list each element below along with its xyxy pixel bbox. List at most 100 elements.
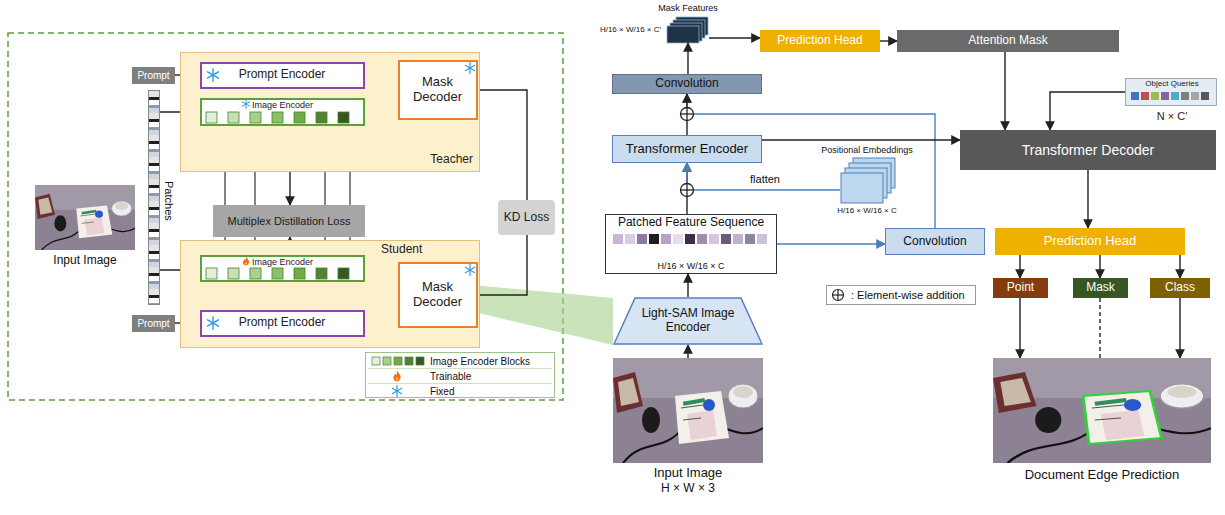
- node-sublabel: H/16 × W/16 × C′: [600, 25, 661, 34]
- connector: [709, 37, 760, 38]
- node-label: Attention Mask: [968, 34, 1047, 48]
- node-label: Object Queries: [1145, 79, 1198, 88]
- legend-row: : Element-wise addition: [829, 287, 973, 303]
- legend-label: Trainable: [430, 371, 471, 382]
- connector: [478, 235, 528, 295]
- connector: [1179, 298, 1180, 358]
- node-label: Document Edge Prediction: [1025, 468, 1180, 483]
- decor-line: [686, 184, 687, 197]
- decor-rect: [394, 357, 402, 365]
- loss-box: KD Loss: [498, 200, 555, 235]
- legend-sample: [368, 385, 426, 397]
- legend-label: Fixed: [430, 386, 454, 397]
- node-label: Patches: [162, 181, 175, 221]
- node-label: Multiplex Distillation Loss: [228, 215, 351, 228]
- mask-decoder: Mask Decoder: [398, 60, 478, 120]
- node-sublabel: H/16 × W/16 × C: [657, 261, 724, 271]
- node-label: Input Image: [654, 466, 723, 481]
- mask-decoder: Mask Decoder: [398, 262, 478, 328]
- node-label: Convolution: [655, 77, 718, 91]
- output-head: Point: [993, 278, 1048, 298]
- node-label: Class: [1165, 281, 1195, 295]
- legend-box: : Element-wise addition: [826, 285, 976, 305]
- connector: [880, 40, 897, 41]
- transformer-encoder: Transformer Encoder: [612, 135, 762, 163]
- node-label: Mask Features: [658, 3, 718, 13]
- prompt-encoder: Prompt Encoder: [200, 310, 365, 337]
- connector: [1087, 170, 1088, 228]
- feature-sequence: Patched Feature SequenceH/16 × W/16 × C: [605, 214, 777, 274]
- convolution-box: Convolution: [885, 228, 985, 255]
- object-queries: Object QueriesN × C′: [1125, 78, 1217, 106]
- node-label: Mask: [1086, 281, 1115, 295]
- connector: [762, 139, 960, 140]
- node-label: Transformer Decoder: [1022, 142, 1155, 158]
- node-label: KD Loss: [504, 211, 549, 225]
- teacher-panel: Teacher Prompt EncoderImage Encoder Mask D…: [180, 52, 480, 172]
- convolution-box: Convolution: [612, 74, 762, 94]
- decor-use: [613, 358, 763, 463]
- photo-illustration: [613, 358, 763, 463]
- connector: [1019, 255, 1020, 278]
- connector: [1019, 298, 1020, 358]
- image-encoder: Image Encoder: [200, 255, 365, 282]
- positional-embeddings: Positional EmbeddingsH/16 × W/16 × C: [840, 158, 895, 203]
- decor-use: [35, 185, 135, 250]
- node-label: Teacher: [430, 153, 473, 167]
- prompt-encoder: Prompt Encoder: [200, 62, 365, 89]
- decor-rect: [416, 357, 424, 365]
- legend-sample: [368, 355, 426, 367]
- node-label: Mask Decoder: [402, 280, 474, 310]
- connector: [1099, 298, 1100, 358]
- input-image: Input Image: [35, 185, 135, 250]
- node-label: Input Image: [53, 254, 116, 268]
- output-head: Class: [1150, 278, 1210, 298]
- connector: [687, 43, 688, 74]
- input-image: Input ImageH × W × 3: [613, 358, 763, 463]
- connector: [777, 243, 885, 244]
- node-label: Prompt Encoder: [239, 68, 326, 82]
- node-label: Transformer Encoder: [626, 142, 748, 157]
- mask-feature-stack: [667, 17, 708, 43]
- legend-sample: [368, 370, 426, 382]
- prompt-tag: Prompt: [132, 67, 175, 84]
- node-label: Prediction Head: [777, 34, 862, 48]
- decor-circle: [681, 108, 694, 121]
- legend-sample: [829, 289, 847, 301]
- decor-line: [686, 108, 687, 121]
- photo-illustration: [35, 185, 135, 250]
- legend-fire: [391, 370, 403, 382]
- node-label: Prediction Head: [1044, 234, 1137, 249]
- image-encoder: Image Encoder: [200, 98, 365, 126]
- decor-line: [837, 290, 838, 301]
- node-label: Prompt: [137, 70, 169, 82]
- connector: [1179, 255, 1180, 278]
- decor-polygon: [1083, 391, 1161, 444]
- legend-blocks: [369, 355, 425, 367]
- node-label: Image Encoder: [252, 100, 313, 110]
- decor-line: [681, 113, 694, 114]
- legend-row: Trainable: [368, 369, 552, 384]
- photo-illustration: [993, 358, 1211, 463]
- node-label: Prompt: [137, 318, 169, 330]
- decor-rect: [383, 357, 391, 365]
- connector: [478, 90, 528, 200]
- decor-use: [393, 371, 400, 382]
- node-label: Light-SAM Image Encoder: [636, 307, 740, 335]
- decor-circle: [833, 290, 844, 301]
- decor-rect: [667, 26, 699, 43]
- attention-mask: Attention Mask: [897, 30, 1119, 52]
- loss-box: Multiplex Distillation Loss: [213, 205, 365, 237]
- node-label: Patched Feature Sequence: [618, 216, 764, 230]
- connector: [1050, 92, 1125, 130]
- output-head: Mask: [1073, 278, 1128, 298]
- prediction-head: Prediction Head: [995, 228, 1185, 255]
- output-image: Document Edge Prediction: [993, 358, 1211, 463]
- patch-strip: Patches: [148, 90, 160, 305]
- student-panel: StudentImage EncoderMask DecoderPrompt E…: [180, 240, 480, 348]
- node-sublabel: N × C′: [1157, 110, 1188, 123]
- legend-snow: [391, 385, 403, 397]
- legend-add: [831, 288, 845, 302]
- node-sublabel: H/16 × W/16 × C: [837, 206, 897, 215]
